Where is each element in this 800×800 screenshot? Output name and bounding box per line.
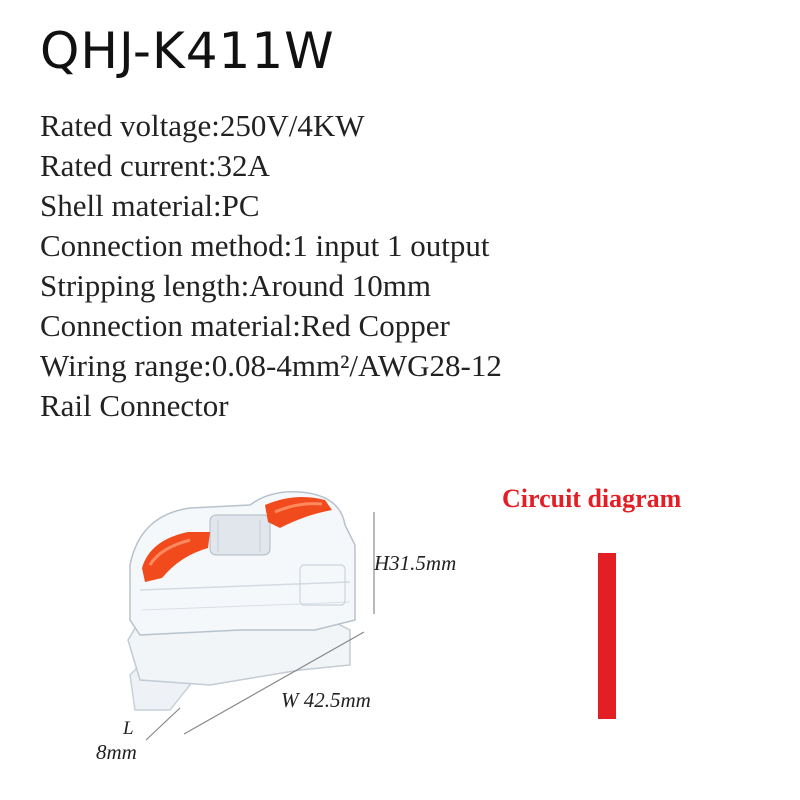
product-model-title: QHJ-K411W xyxy=(40,22,335,80)
spec-list: Rated voltage:250V/4KW Rated current:32A… xyxy=(40,106,502,426)
spec-rated-voltage: Rated voltage:250V/4KW xyxy=(40,108,365,143)
connector-product-image xyxy=(127,491,356,711)
spec-rated-current: Rated current:32A xyxy=(40,148,270,183)
height-dimension-label: H31.5mm xyxy=(374,551,457,575)
circuit-diagram-bar xyxy=(598,553,616,719)
spec-connection-method: Connection method:1 input 1 output xyxy=(40,228,490,263)
spec-rail-connector: Rail Connector xyxy=(40,388,229,423)
spec-shell-material: Shell material:PC xyxy=(40,188,260,223)
length-dimension-value: 8mm xyxy=(96,740,137,764)
width-dimension-line xyxy=(183,631,365,735)
length-dimension-letter: L xyxy=(123,718,134,739)
circuit-diagram-title: Circuit diagram xyxy=(502,484,682,513)
spec-wiring-range: Wiring range:0.08-4mm²/AWG28-12 xyxy=(40,348,502,383)
height-dimension-line xyxy=(373,512,375,614)
spec-connection-material: Connection material:Red Copper xyxy=(40,308,450,343)
width-dimension-label: W 42.5mm xyxy=(281,688,371,712)
length-dimension-line xyxy=(145,707,181,741)
spec-stripping-length: Stripping length:Around 10mm xyxy=(40,268,431,303)
